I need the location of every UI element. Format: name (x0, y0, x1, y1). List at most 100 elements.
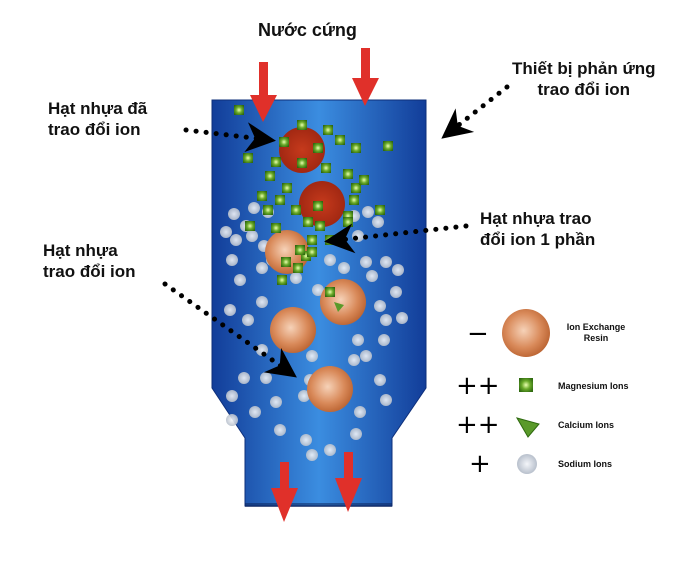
magnesium-square-icon (519, 378, 533, 392)
magnesium-ion (351, 143, 361, 153)
magnesium-ion (343, 169, 353, 179)
outlet-arrow-left (271, 462, 298, 522)
calcium-ion (334, 302, 344, 312)
sodium-ion (224, 304, 236, 316)
sodium-ion (366, 270, 378, 282)
magnesium-ion (375, 205, 385, 215)
legend-label-sodium: Sodium Ions (558, 459, 612, 469)
magnesium-ion (257, 191, 267, 201)
charge-negative: − (467, 319, 489, 349)
magnesium-ion (295, 245, 305, 255)
charge-positive: + (469, 449, 491, 479)
sodium-ion (226, 390, 238, 402)
fresh-resin-bead (270, 307, 316, 353)
sodium-ion (246, 230, 258, 242)
exhausted-resin-bead (279, 127, 325, 173)
hard-water-title: Nước cứng (258, 20, 357, 40)
sodium-ion (354, 406, 366, 418)
magnesium-ion (277, 275, 287, 285)
sodium-ion (352, 334, 364, 346)
sodium-ion (362, 206, 374, 218)
magnesium-ion (315, 221, 325, 231)
magnesium-ion (359, 175, 369, 185)
sodium-ion (300, 434, 312, 446)
magnesium-ion (293, 263, 303, 273)
outlet-arrow-right (335, 452, 362, 512)
sodium-ion (348, 354, 360, 366)
sodium-ion (274, 424, 286, 436)
legend-label-calcium: Calcium Ions (558, 420, 615, 430)
sodium-ion (256, 296, 268, 308)
sodium-ion (226, 254, 238, 266)
inlet-arrow-right (352, 48, 379, 106)
sodium-ion (390, 286, 402, 298)
magnesium-ion (245, 221, 255, 231)
magnesium-ion (265, 171, 275, 181)
pointer-fresh-resin (162, 281, 297, 378)
sodium-ion (312, 284, 324, 296)
fresh-resin-bead (320, 279, 366, 325)
sodium-ion (290, 272, 302, 284)
magnesium-ion (297, 120, 307, 130)
magnesium-ion (321, 163, 331, 173)
sodium-ion (230, 234, 242, 246)
magnesium-ion (281, 257, 291, 267)
calcium-triangle-icon (515, 417, 540, 438)
magnesium-ion (234, 105, 244, 115)
magnesium-ion (325, 287, 335, 297)
sodium-ion (306, 350, 318, 362)
exhausted-resin-label: Hạt nhựa đã trao đổi ion (48, 99, 148, 139)
sodium-ion (360, 256, 372, 268)
sodium-ion (392, 264, 404, 276)
fresh-resin-bead (307, 366, 353, 412)
sodium-ion (380, 394, 392, 406)
magnesium-ion (301, 251, 311, 261)
magnesium-ion (291, 205, 301, 215)
pointer-exhausted-resin (183, 122, 276, 153)
sodium-ion (324, 254, 336, 266)
sodium-ion (380, 256, 392, 268)
resin-beads (265, 127, 366, 412)
sodium-circle-icon (517, 454, 537, 474)
magnesium-ion (303, 217, 313, 227)
sodium-ion (238, 372, 250, 384)
legend-label-magnesium: Magnesium Ions (558, 381, 629, 391)
magnesium-ion (271, 223, 281, 233)
magnesium-ion (313, 201, 323, 211)
sodium-ion (260, 372, 272, 384)
magnesium-ion (343, 217, 353, 227)
legend-label-resin: Ion Exchange Resin (566, 322, 626, 343)
reactor-label: Thiết bị phản ứng trao đổi ion (512, 59, 656, 99)
sodium-ion (380, 314, 392, 326)
magnesium-ion (307, 247, 317, 257)
inlet-arrow-left (250, 62, 277, 122)
sodium-ion (352, 230, 364, 242)
sodium-ion (226, 414, 238, 426)
sodium-ion (306, 449, 318, 461)
sodium-ion (248, 202, 260, 214)
pointer-reactor (441, 84, 510, 139)
magnesium-ion (343, 211, 353, 221)
fresh-resin-label: Hạt nhựa trao đổi ion (43, 241, 136, 281)
sodium-ion (396, 312, 408, 324)
magnesium-ion (275, 195, 285, 205)
sodium-ion (234, 274, 246, 286)
magnesium-ion (307, 235, 317, 245)
sodium-ion (256, 262, 268, 274)
sodium-ion (298, 390, 310, 402)
partial-resin-label: Hạt nhựa trao đổi ion 1 phần (480, 209, 596, 249)
sodium-ion (242, 314, 254, 326)
sodium-ion (270, 396, 282, 408)
magnesium-ion (313, 143, 323, 153)
resin-sphere-icon (502, 309, 550, 357)
magnesium-ion (383, 141, 393, 151)
vessel-shadow (245, 503, 392, 507)
sodium-ion (324, 444, 336, 456)
sodium-ion (350, 428, 362, 440)
sodium-ion (378, 334, 390, 346)
magnesium-ion (297, 158, 307, 168)
magnesium-ion (351, 183, 361, 193)
sodium-ion (374, 374, 386, 386)
magnesium-ion (335, 135, 345, 145)
